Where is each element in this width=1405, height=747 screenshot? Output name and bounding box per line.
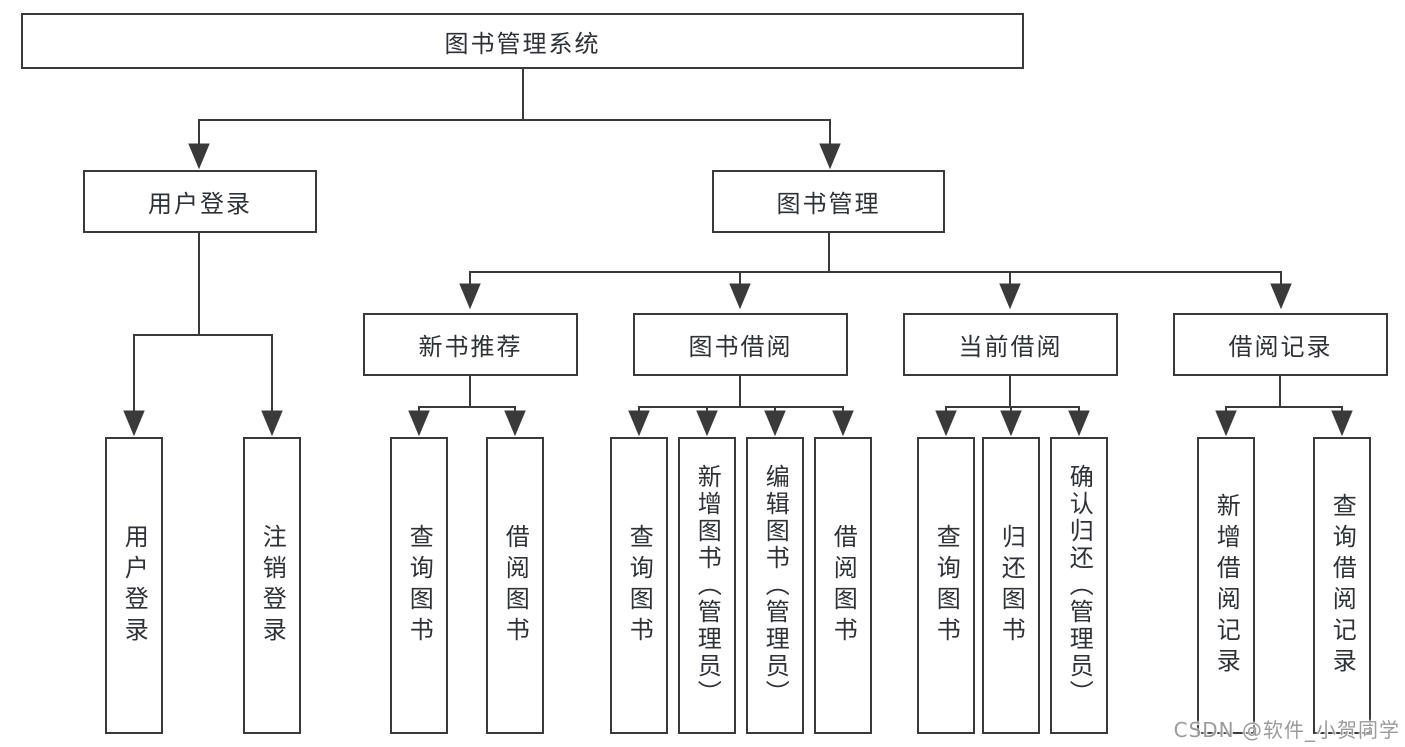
node-book-borrowing: 图书借阅: [633, 313, 848, 376]
leaf-confirm-return-admin-label: 确认归还（管理员）: [1065, 464, 1094, 707]
leaf-return-books: 归还图书: [982, 437, 1040, 734]
leaf-edit-book-admin: 编辑图书（管理员）: [746, 437, 804, 734]
leaf-confirm-return-admin: 确认归还（管理员）: [1050, 437, 1108, 734]
leaf-query-books-recommend-label: 查询图书: [405, 523, 434, 648]
leaf-user-login-label: 用户登录: [120, 523, 149, 648]
leaf-borrow-books-borrowing-label: 借阅图书: [829, 523, 858, 648]
current-borrowing-leaf-connectors: [935, 376, 1090, 437]
leaf-query-books-current-label: 查询图书: [932, 523, 961, 648]
node-book-borrowing-label: 图书借阅: [688, 333, 793, 361]
leaf-user-login: 用户登录: [105, 437, 163, 734]
book-borrowing-leaf-connectors: [628, 376, 854, 437]
leaf-query-books-borrowing-label: 查询图书: [625, 523, 654, 648]
node-current-borrowing-label: 当前借阅: [958, 333, 1063, 361]
node-user-login-label: 用户登录: [148, 190, 252, 218]
leaf-query-books-borrowing: 查询图书: [610, 437, 668, 734]
node-new-book-recommendation-label: 新书推荐: [418, 333, 523, 361]
node-borrowing-records-label: 借阅记录: [1228, 333, 1333, 361]
leaf-borrow-books-borrowing: 借阅图书: [814, 437, 872, 734]
node-new-book-recommendation: 新书推荐: [363, 313, 578, 376]
leaf-add-book-admin-label: 新增图书（管理员）: [693, 464, 722, 707]
node-book-management: 图书管理: [712, 170, 945, 233]
leaf-query-borrow-record: 查询借阅记录: [1313, 437, 1371, 734]
leaf-borrow-books-recommend: 借阅图书: [486, 437, 544, 734]
leaf-logout-label: 注销登录: [258, 523, 287, 648]
leaf-borrow-books-recommend-label: 借阅图书: [501, 523, 530, 648]
leaf-query-books-current: 查询图书: [917, 437, 975, 734]
leaf-return-books-label: 归还图书: [997, 523, 1026, 648]
book-management-branch-connectors: [459, 233, 1292, 310]
leaf-query-borrow-record-label: 查询借阅记录: [1328, 492, 1357, 679]
user-login-branch-connectors: [123, 233, 283, 437]
node-user-login: 用户登录: [83, 170, 317, 233]
node-current-borrowing: 当前借阅: [903, 313, 1118, 376]
borrowing-records-leaf-connectors: [1215, 376, 1353, 437]
node-library-system-label: 图书管理系统: [444, 29, 601, 58]
node-library-system: 图书管理系统: [21, 13, 1024, 69]
node-book-management-label: 图书管理: [776, 190, 881, 218]
new-book-recommendation-leaf-connectors: [408, 376, 526, 437]
root-to-level2-connectors: [188, 69, 841, 170]
leaf-add-borrow-record-label: 新增借阅记录: [1212, 492, 1241, 679]
csdn-watermark: CSDN @软件_小贺同学: [1173, 718, 1400, 742]
leaf-add-book-admin: 新增图书（管理员）: [678, 437, 736, 734]
leaf-edit-book-admin-label: 编辑图书（管理员）: [761, 464, 790, 707]
leaf-query-books-recommend: 查询图书: [390, 437, 448, 734]
leaf-add-borrow-record: 新增借阅记录: [1197, 437, 1255, 734]
node-borrowing-records: 借阅记录: [1173, 313, 1388, 376]
leaf-logout: 注销登录: [243, 437, 301, 734]
